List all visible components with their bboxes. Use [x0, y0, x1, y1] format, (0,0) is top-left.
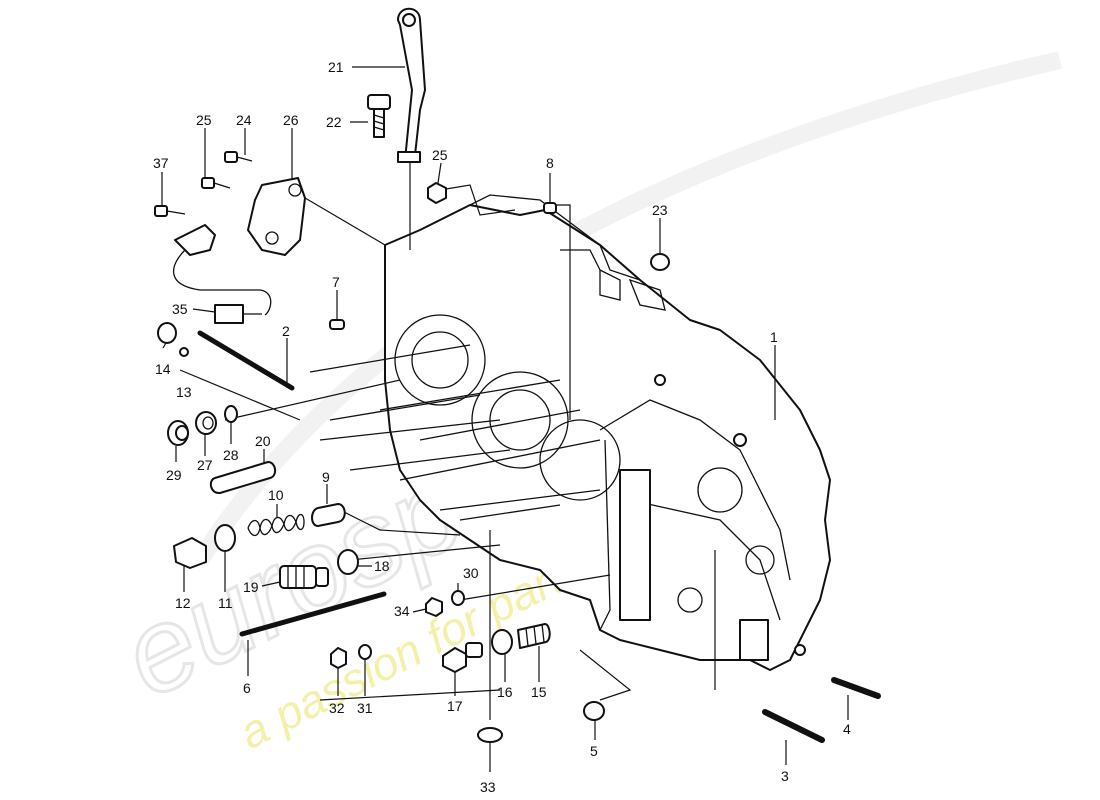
callout-11: 11 — [218, 595, 233, 611]
callout-18: 18 — [374, 558, 390, 574]
callout-2: 2 — [282, 323, 290, 339]
part-8-pin — [543, 202, 557, 214]
part-31-washer-lower — [358, 644, 372, 660]
part-11-washer — [214, 524, 236, 552]
callout-25: 25 — [196, 112, 212, 128]
part-13-pin — [179, 347, 189, 357]
part-7-pin — [329, 319, 345, 330]
part-24-bolt — [224, 151, 253, 163]
callout-9: 9 — [322, 469, 330, 485]
callout-15: 15 — [531, 684, 547, 700]
callout-leaders — [161, 66, 849, 772]
part-35-sensor — [172, 224, 272, 324]
callout-28: 28 — [223, 447, 239, 463]
callout-26: 26 — [283, 112, 299, 128]
part-6-stud — [239, 591, 387, 637]
part-18-washer — [337, 549, 359, 575]
callout-labels: 21 22 25 8 23 25 24 26 37 35 7 2 1 14 13… — [153, 59, 851, 795]
callout-19: 19 — [243, 579, 259, 595]
part-3-stud — [762, 709, 825, 743]
part-26-bracket — [247, 177, 306, 256]
callout-30: 25 — [432, 147, 448, 163]
part-28-washer — [224, 405, 238, 423]
callout-37: 37 — [153, 155, 169, 171]
part-14-plug — [157, 322, 177, 344]
part-15-spring — [517, 623, 551, 649]
callout-17: 17 — [447, 698, 463, 714]
callout-23: 23 — [652, 202, 668, 218]
callout-22: 22 — [326, 114, 342, 130]
part-27-seal — [195, 411, 217, 435]
part-12-plug — [173, 537, 207, 569]
through-studs — [309, 344, 601, 521]
part-5-sleeve — [583, 701, 605, 721]
crankcase-housing — [384, 194, 831, 671]
callout-1: 1 — [770, 329, 778, 345]
callout-29: 29 — [166, 467, 182, 483]
callout-3: 3 — [781, 768, 789, 784]
part-29-plug — [167, 420, 189, 446]
callout-16: 16 — [497, 684, 513, 700]
callout-4: 4 — [843, 721, 851, 737]
part-16-washer — [491, 629, 513, 655]
part-23-sleeve — [650, 253, 670, 271]
part-31-washer-upper — [451, 590, 465, 606]
part-25-bolt — [201, 177, 231, 189]
callout-34: 34 — [394, 603, 410, 619]
callout-20: 20 — [255, 433, 271, 449]
part-2-stud — [197, 330, 295, 391]
part-21-bracket — [397, 7, 426, 163]
callout-10: 10 — [268, 487, 284, 503]
part-19-plug — [279, 565, 329, 589]
part-32-nut — [330, 647, 347, 669]
callout-6: 6 — [243, 680, 251, 696]
guide-lines — [179, 160, 716, 720]
callout-14: 14 — [155, 361, 171, 377]
callout-13: 13 — [176, 384, 192, 400]
part-20-piston — [209, 461, 276, 494]
part-22-bolt — [367, 94, 391, 138]
callout-27: 27 — [197, 457, 213, 473]
callout-31-upper: 30 — [463, 565, 479, 581]
callout-12: 12 — [175, 595, 191, 611]
callout-33: 33 — [480, 779, 496, 795]
callout-24: 24 — [236, 112, 252, 128]
callout-31-lower: 31 — [357, 700, 373, 716]
callout-21: 21 — [328, 59, 344, 75]
callout-5: 5 — [590, 743, 598, 759]
part-37-bolt — [154, 205, 186, 217]
callout-32: 32 — [329, 700, 345, 716]
part-30-nut — [427, 182, 447, 204]
part-17-plug — [442, 642, 483, 673]
part-34-nut — [425, 597, 443, 617]
callout-8: 8 — [546, 155, 554, 171]
part-4-stud — [831, 677, 881, 699]
part-9-sleeve — [311, 503, 346, 527]
callout-35: 35 — [172, 301, 188, 317]
part-33-plug — [477, 727, 503, 743]
callout-7: 7 — [332, 274, 340, 290]
